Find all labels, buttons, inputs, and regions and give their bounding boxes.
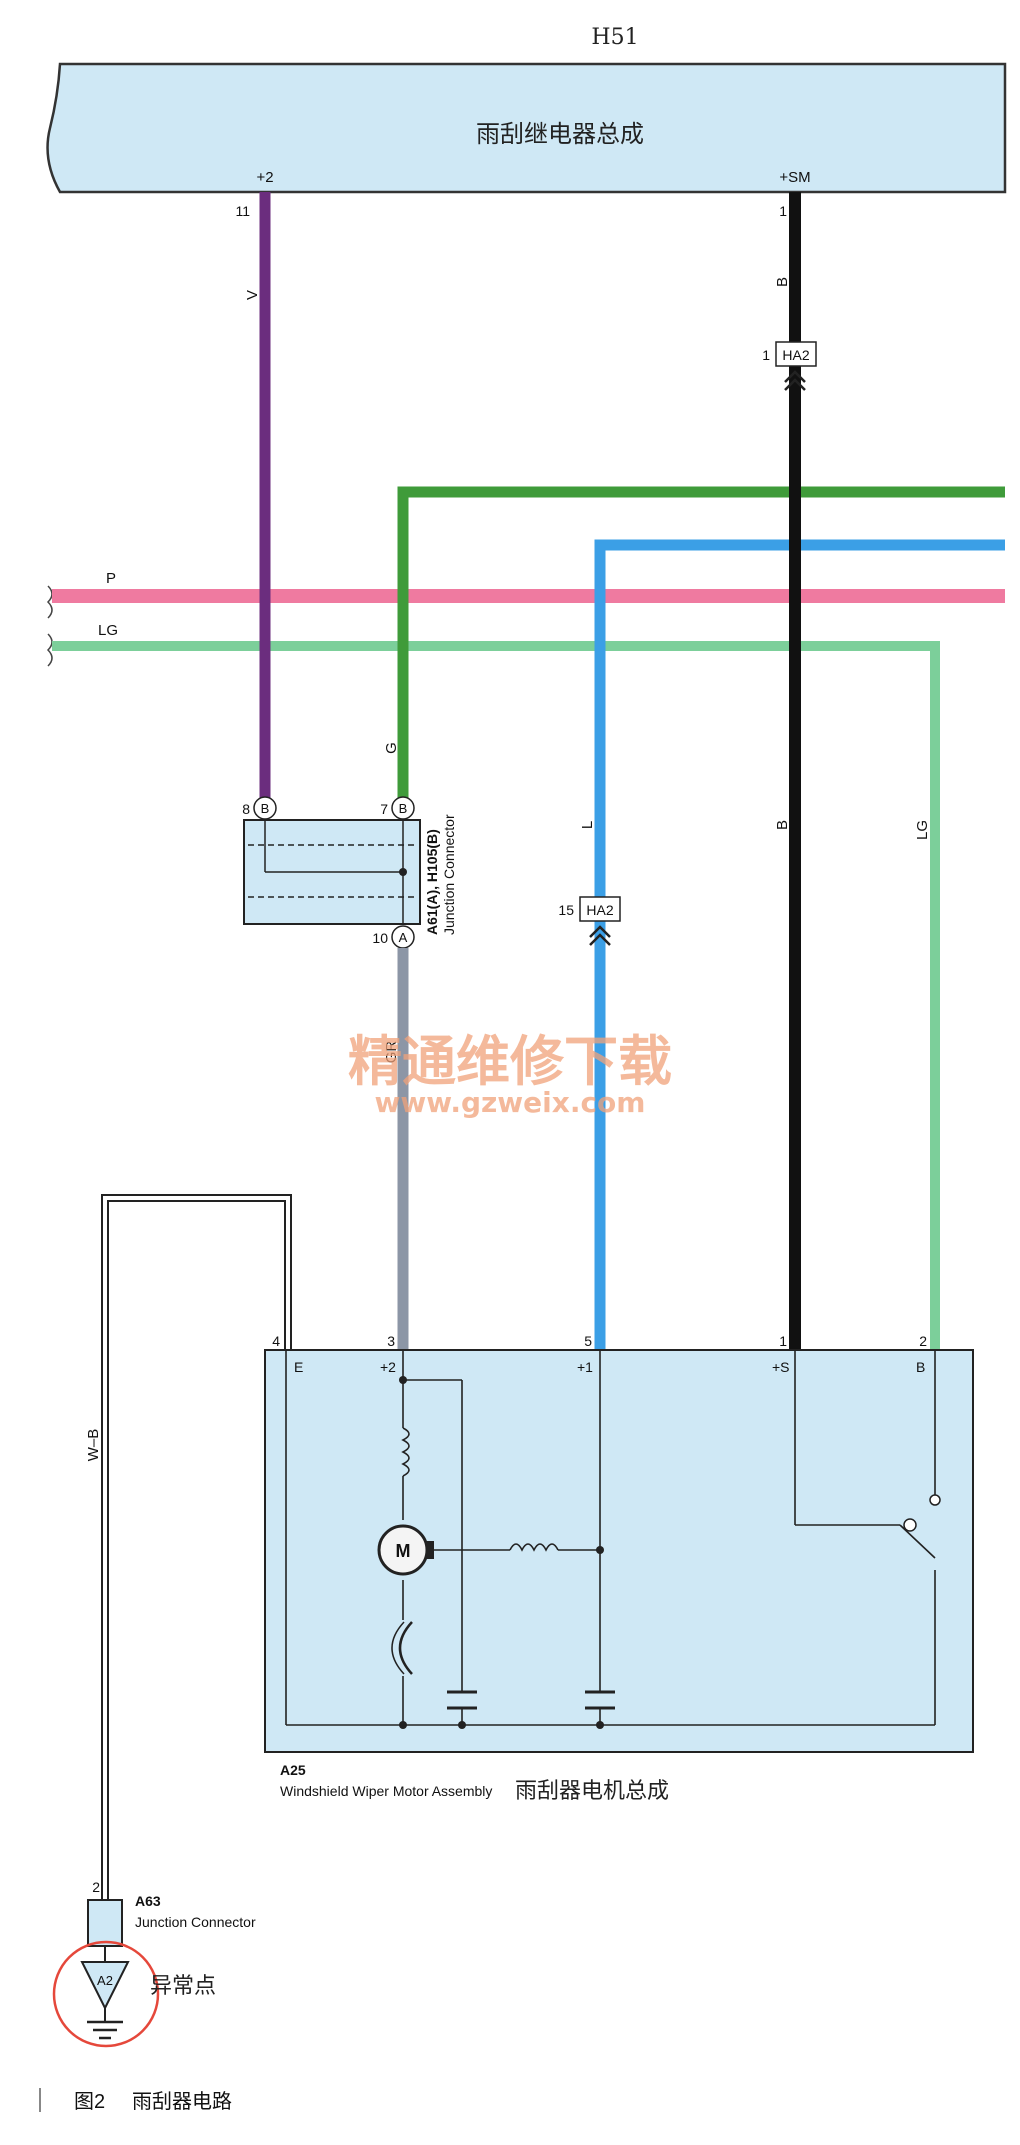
junction-pin-10: 10	[372, 930, 388, 946]
wire-label-l: L	[579, 821, 596, 829]
wire-label-lg-left: LG	[98, 622, 118, 639]
wire-label-b-top: B	[774, 277, 791, 287]
motor-pin-e-num: 4	[272, 1333, 280, 1349]
wire-label-lg-right: LG	[914, 820, 931, 840]
ptc-element-icon	[398, 1621, 413, 1675]
connector-ha2-mid-pin: 15	[558, 902, 574, 918]
junction-tag-pin8-label: B	[261, 801, 270, 816]
junction-subtitle: Junction Connector	[441, 814, 457, 935]
junction-tag-pin10-label: A	[399, 930, 408, 945]
ptc-element-icon	[391, 1621, 405, 1675]
wire-break-symbol-lg	[46, 633, 53, 667]
wire-label-v: V	[244, 290, 261, 300]
wire-label-p: P	[106, 570, 116, 587]
motor-name-en: Windshield Wiper Motor Assembly	[280, 1783, 492, 1799]
junction-node	[399, 868, 407, 876]
switch-contact-icon	[929, 1494, 941, 1506]
ground-triangle-icon	[80, 1961, 130, 2011]
junction-tag-pin7	[391, 796, 415, 820]
relay-body	[46, 62, 1007, 194]
abnormal-point-note: 异常点	[150, 1974, 216, 1999]
motor-junction-dots	[399, 1376, 604, 1729]
watermark-url: www.gzweix.com	[375, 1086, 646, 1119]
motor-name-cn: 雨刮器电机总成	[515, 1779, 669, 1804]
motor-pin-b-label: B	[916, 1359, 925, 1375]
motor-pin-plus1-num: 5	[584, 1333, 592, 1349]
a63-pin: 2	[92, 1879, 100, 1895]
wire-wb	[103, 1196, 290, 1900]
relay-pin-sm-label: +SM	[779, 169, 810, 186]
watermark-title: 精通维修下载	[348, 1030, 672, 1093]
ground-label: A2	[97, 1973, 113, 1988]
wire-wb-outline	[101, 1194, 292, 1900]
relay-pin-11: 11	[235, 203, 250, 219]
motor-code: A25	[280, 1762, 306, 1778]
motor-m-label: M	[396, 1541, 411, 1561]
wire-label-b-mid: B	[774, 820, 791, 830]
connector-ha2-top-label: HA2	[782, 347, 809, 363]
wire-lg	[52, 641, 940, 1350]
connector-ha2-mid-chevron-icon	[589, 925, 611, 946]
wire-break-symbol-p	[46, 585, 53, 619]
motor-assembly-body	[264, 1349, 974, 1753]
wire-l	[594, 539, 1005, 1350]
motor-pin-s-num: 1	[779, 1333, 787, 1349]
motor-pin-b-num: 2	[919, 1333, 927, 1349]
motor-pin-s-label: +S	[772, 1359, 790, 1375]
connector-ha2-mid-label: HA2	[586, 902, 613, 918]
abnormal-point-highlight	[52, 1940, 160, 2048]
caption-figure: 图2	[74, 2091, 105, 2113]
a63-connector-body	[87, 1899, 123, 1947]
caption-title: 雨刮器电路	[132, 2090, 232, 2113]
motor-pin-plus2-label: +2	[380, 1359, 396, 1375]
wire-g	[397, 486, 1005, 808]
motor-brush	[426, 1541, 434, 1559]
junction-tag-pin8	[253, 796, 277, 820]
wire-label-gr: GR	[383, 1041, 400, 1064]
relay-pin-1: 1	[779, 203, 787, 219]
junction-pin-8: 8	[242, 801, 250, 817]
connector-ha2-mid	[579, 896, 621, 922]
junction-pin-7: 7	[380, 801, 388, 817]
a63-code: A63	[135, 1893, 161, 1909]
switch-pivot-icon	[903, 1518, 917, 1532]
wire-label-wb: W–B	[85, 1429, 102, 1462]
connector-ha2-top	[775, 341, 817, 367]
connector-ha2-top-chevron-icon	[784, 370, 806, 391]
motor-pin-plus1-label: +1	[577, 1359, 593, 1375]
motor-pin-e-label: E	[294, 1359, 303, 1375]
junction-tag-pin7-label: B	[399, 801, 408, 816]
wire-label-g: G	[383, 742, 400, 754]
connector-ha2-top-pin: 1	[762, 347, 770, 363]
a63-name: Junction Connector	[135, 1914, 256, 1930]
relay-pin-plus2-label: +2	[256, 169, 273, 186]
relay-id: H51	[591, 25, 638, 50]
relay-name: 雨刮继电器总成	[476, 120, 644, 148]
motor-internal-circuit	[285, 1350, 936, 1726]
junction-title: A61(A), H105(B)	[424, 829, 440, 935]
motor-pin-plus2-num: 3	[387, 1333, 395, 1349]
